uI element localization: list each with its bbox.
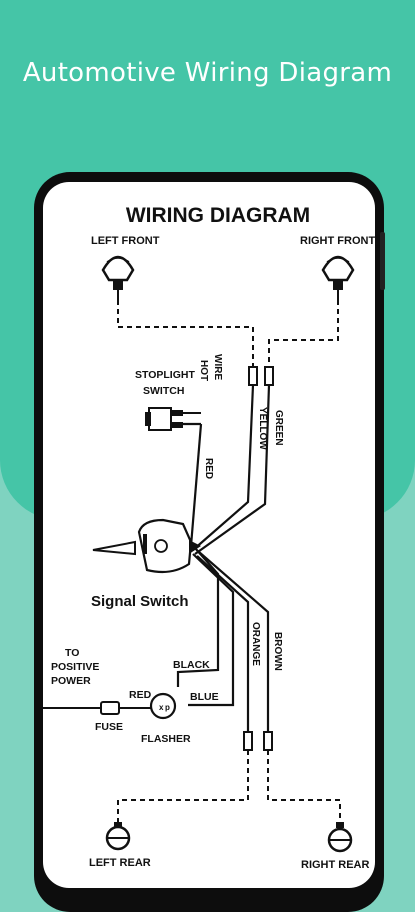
green-label: GREEN [273,410,284,446]
blue-label: BLUE [190,691,219,703]
stoplight-switch-icon [145,407,201,431]
power-label: POWER [51,675,91,687]
left-rear-label: LEFT REAR [89,857,151,869]
right-front-lamp-icon [321,255,355,300]
svg-text:p: p [165,703,170,712]
right-rear-label: RIGHT REAR [301,859,370,871]
fuse-icon [100,701,151,715]
diagram-title: WIRING DIAGRAM [126,204,310,227]
to-label: TO [65,647,79,659]
left-front-lamp-icon [101,255,135,300]
brown-label: BROWN [272,632,283,671]
red-label: RED [129,689,152,701]
orange-connector [243,731,253,751]
orange-label: ORANGE [250,622,261,666]
yellow-connector [248,366,258,386]
positive-label: POSITIVE [51,661,99,673]
brown-connector [263,731,273,751]
stoplight-label: STOPLIGHT [135,369,195,381]
left-rear-lamp-icon [105,822,131,851]
phone-screen: WIRING DIAGRAM LEFT FRONT RIGHT FRONT [43,182,375,888]
phone-side-button [380,232,385,290]
green-connector [264,366,274,386]
red-vertical-label: RED [203,458,214,479]
switch-label: SWITCH [143,385,184,397]
signal-switch-icon [92,518,201,574]
svg-text:x: x [159,703,164,712]
signal-switch-label: Signal Switch [91,593,189,610]
right-rear-lamp-icon [327,822,353,853]
wiring-diagram: WIRING DIAGRAM LEFT FRONT RIGHT FRONT [43,204,375,871]
flasher-label: FLASHER [141,733,191,745]
right-front-label: RIGHT FRONT [300,235,375,247]
fuse-label: FUSE [95,721,123,733]
page-title: Automotive Wiring Diagram [22,58,393,88]
flasher-icon: x p [149,692,177,720]
left-front-label: LEFT FRONT [91,235,160,247]
wire-label: WIRE [212,354,223,380]
hot-label: HOT [198,360,209,381]
yellow-label: YELLOW [257,407,268,450]
black-label: BLACK [173,659,210,671]
